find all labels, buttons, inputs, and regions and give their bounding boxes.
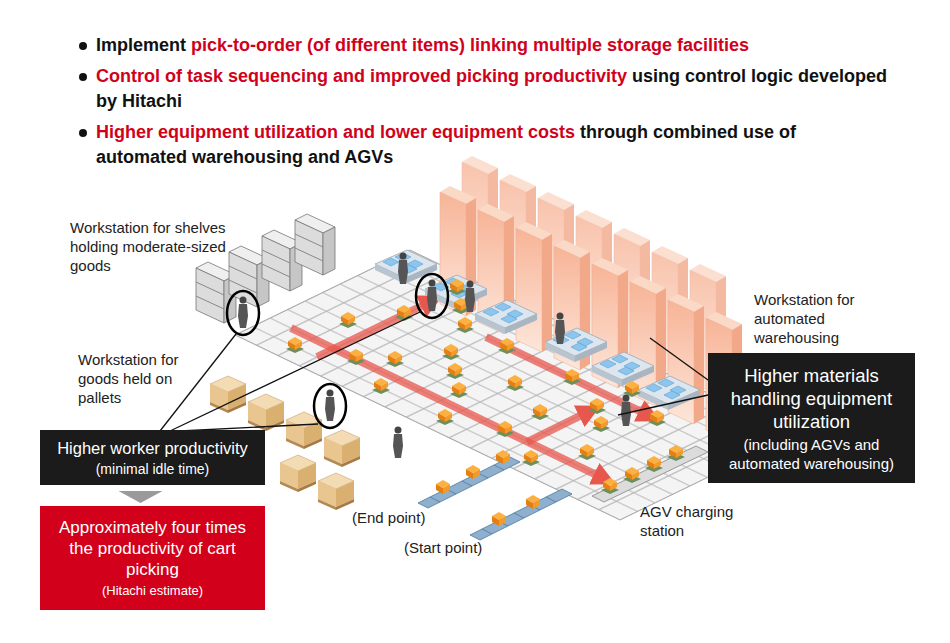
charging-pad: [592, 446, 708, 502]
agv: [563, 369, 581, 385]
pallet-goods: [210, 376, 246, 413]
workers: [238, 253, 631, 459]
conveyor: [470, 489, 572, 540]
agv: [506, 375, 524, 391]
agv: [442, 344, 460, 360]
emphasis-text: Higher equipment utilization and lower e…: [96, 122, 575, 142]
box-note: (Hitachi estimate): [102, 582, 203, 600]
agv: [667, 445, 685, 461]
route-arrow: [317, 301, 432, 357]
agv: [623, 467, 641, 483]
tote: [526, 495, 540, 509]
agv: [436, 409, 454, 425]
agv: [496, 421, 514, 437]
box-heading: Higher materials handling equipment util…: [718, 364, 905, 433]
agv: [395, 305, 413, 321]
worker: [427, 280, 437, 312]
agv: [522, 450, 540, 466]
bullet-dot: [79, 73, 87, 81]
tote: [492, 512, 506, 526]
bullet-list: Implementpick-to-order (of different ite…: [76, 33, 891, 176]
shelf: [295, 214, 335, 275]
agv-fleet: [286, 279, 685, 494]
worker: [398, 253, 408, 285]
box-note: (including AGVs and automated warehousin…: [718, 435, 905, 473]
leader-lines: [160, 312, 708, 431]
agv: [286, 337, 304, 353]
agv: [448, 279, 466, 295]
leader-line: [618, 395, 708, 415]
tote: [496, 450, 510, 464]
leader-line: [650, 338, 708, 380]
box-heading: Higher worker productivity: [57, 438, 248, 458]
pallet-goods: [318, 473, 354, 510]
conveyor: [418, 457, 520, 508]
highlight-circle: [314, 384, 346, 428]
body-text: Implement: [96, 35, 186, 55]
highlight-circle: [227, 291, 259, 335]
agv: [372, 378, 390, 394]
worker: [238, 297, 248, 329]
area-label: Workstation for shelves holding moderate…: [70, 218, 255, 275]
emphasis-text: Control of task sequencing and improved …: [96, 66, 627, 86]
workstation: [592, 352, 654, 386]
agv: [645, 456, 663, 472]
point-label: (Start point): [404, 538, 524, 557]
workstation: [475, 300, 537, 334]
bullet-item: Higher equipment utilization and lower e…: [76, 120, 891, 170]
bullet-dot: [79, 129, 87, 137]
agv: [347, 349, 365, 365]
area-label: AGV charging station: [640, 502, 752, 540]
tote: [466, 465, 480, 479]
automated-warehouse: [440, 156, 742, 442]
worker: [393, 427, 403, 459]
worker: [555, 313, 565, 345]
workstation: [638, 376, 700, 410]
agv: [446, 363, 464, 379]
highlight-box: Approximately four times the productivit…: [40, 506, 265, 610]
agv: [450, 382, 468, 398]
bullet-dot: [79, 42, 87, 50]
highlight-circle: [416, 274, 448, 318]
agv: [339, 312, 357, 328]
result-box: Higher worker productivity (minimal idle …: [40, 430, 265, 485]
rack: [516, 222, 552, 352]
pallet-goods: [280, 455, 316, 492]
tote: [436, 480, 450, 494]
box-note: (minimal idle time): [96, 460, 210, 478]
area-label: Workstation for automated warehousing: [754, 290, 872, 347]
agv: [588, 398, 606, 414]
pallet-goods: [324, 430, 360, 467]
worker: [621, 395, 631, 427]
agv: [601, 478, 619, 494]
agv: [648, 410, 666, 426]
agv: [578, 444, 596, 460]
workstation: [545, 328, 607, 362]
worker: [325, 390, 335, 422]
bullet-item: Control of task sequencing and improved …: [76, 64, 891, 114]
conveyors: [418, 450, 572, 540]
result-box: Higher materials handling equipment util…: [708, 353, 915, 483]
point-label: (End point): [352, 508, 472, 527]
flow-arrow: [119, 491, 163, 503]
area-label: Workstation for goods held on pallets: [78, 350, 193, 407]
emphasis-text: pick-to-order (of different items) linki…: [191, 35, 749, 55]
agv: [498, 338, 516, 354]
agv: [531, 404, 549, 420]
workstation: [375, 250, 437, 284]
leader-line: [170, 312, 420, 431]
box-heading: Approximately four times the productivit…: [50, 517, 255, 580]
agv: [592, 416, 610, 432]
warehouse-workstations: [375, 250, 700, 410]
agv: [386, 351, 404, 367]
worker: [465, 281, 475, 313]
bullet-item: Implementpick-to-order (of different ite…: [76, 33, 891, 58]
agv: [456, 317, 474, 333]
